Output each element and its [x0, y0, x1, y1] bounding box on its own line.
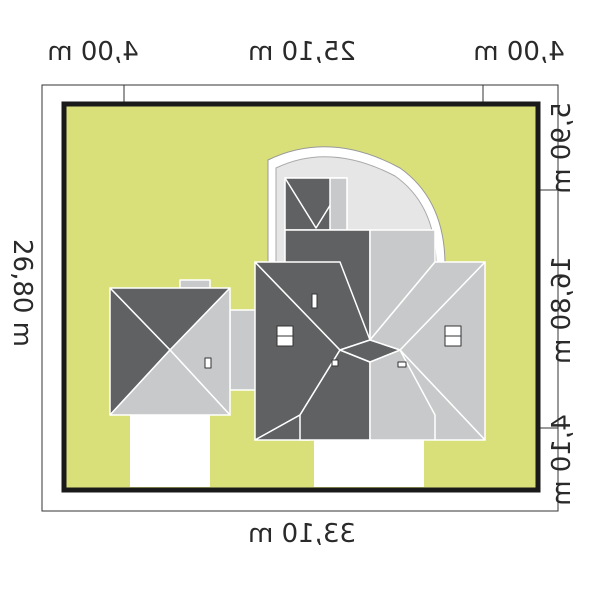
dim-top-left: 4,00 m [47, 37, 138, 67]
dim-left: 26,80 m [7, 239, 37, 347]
dim-right-middle: 16,80 m [547, 256, 577, 364]
dim-bottom: 33,10 m [248, 519, 356, 549]
garage-driveway [130, 415, 210, 487]
garage-roof [109, 279, 231, 416]
house-roof [254, 177, 486, 441]
connector-roof [229, 309, 259, 391]
dim-top-right: 4,00 m [473, 37, 564, 67]
dim-right-top: 5,90 m [547, 102, 577, 193]
dim-top-center: 25,10 m [248, 37, 356, 67]
entrance-path [314, 438, 424, 487]
dim-right-bottom: 4,10 m [547, 414, 577, 505]
